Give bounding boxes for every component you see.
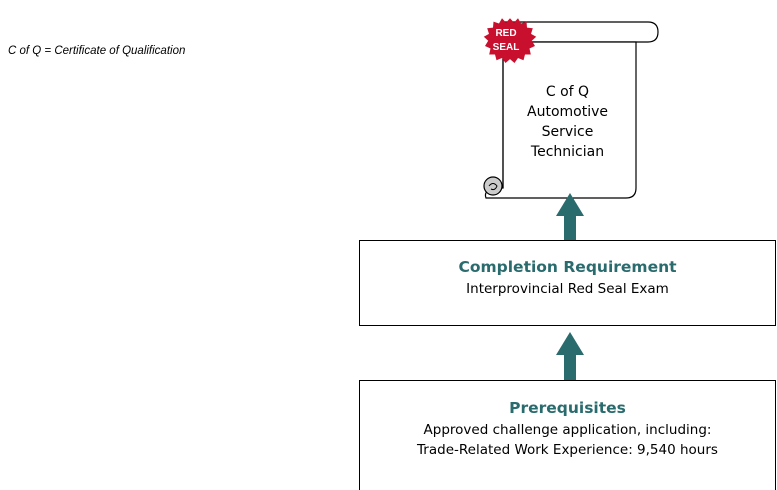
- scroll-curl-icon: [483, 176, 503, 196]
- certificate-line: Automotive: [527, 104, 608, 120]
- prerequisites-line: Approved challenge application, includin…: [423, 422, 712, 438]
- certificate-line: C of Q: [545, 84, 590, 100]
- prerequisites-line: Trade-Related Work Experience: 9,540 hou…: [417, 442, 718, 458]
- certificate-line: Service: [541, 124, 594, 140]
- certificate-scroll: [483, 21, 659, 199]
- completion-requirement-box: Completion Requirement Interprovincial R…: [359, 240, 776, 326]
- arrow-up-icon: [556, 193, 584, 240]
- red-seal-icon: [483, 18, 537, 63]
- footnote: C of Q = Certificate of Qualification: [8, 45, 186, 57]
- certificate-line: Technician: [530, 144, 605, 160]
- certificate-text: C of Q Automotive Service Technician: [505, 82, 630, 162]
- red-seal-label: RED SEAL: [492, 28, 520, 53]
- prerequisites-box: Prerequisites Approved challenge applica…: [359, 380, 776, 490]
- completion-requirement-text: Interprovincial Red Seal Exam: [466, 281, 669, 297]
- arrow-up-icon: [556, 332, 584, 380]
- completion-requirement-title: Completion Requirement: [458, 258, 677, 276]
- prerequisites-title: Prerequisites: [509, 399, 626, 417]
